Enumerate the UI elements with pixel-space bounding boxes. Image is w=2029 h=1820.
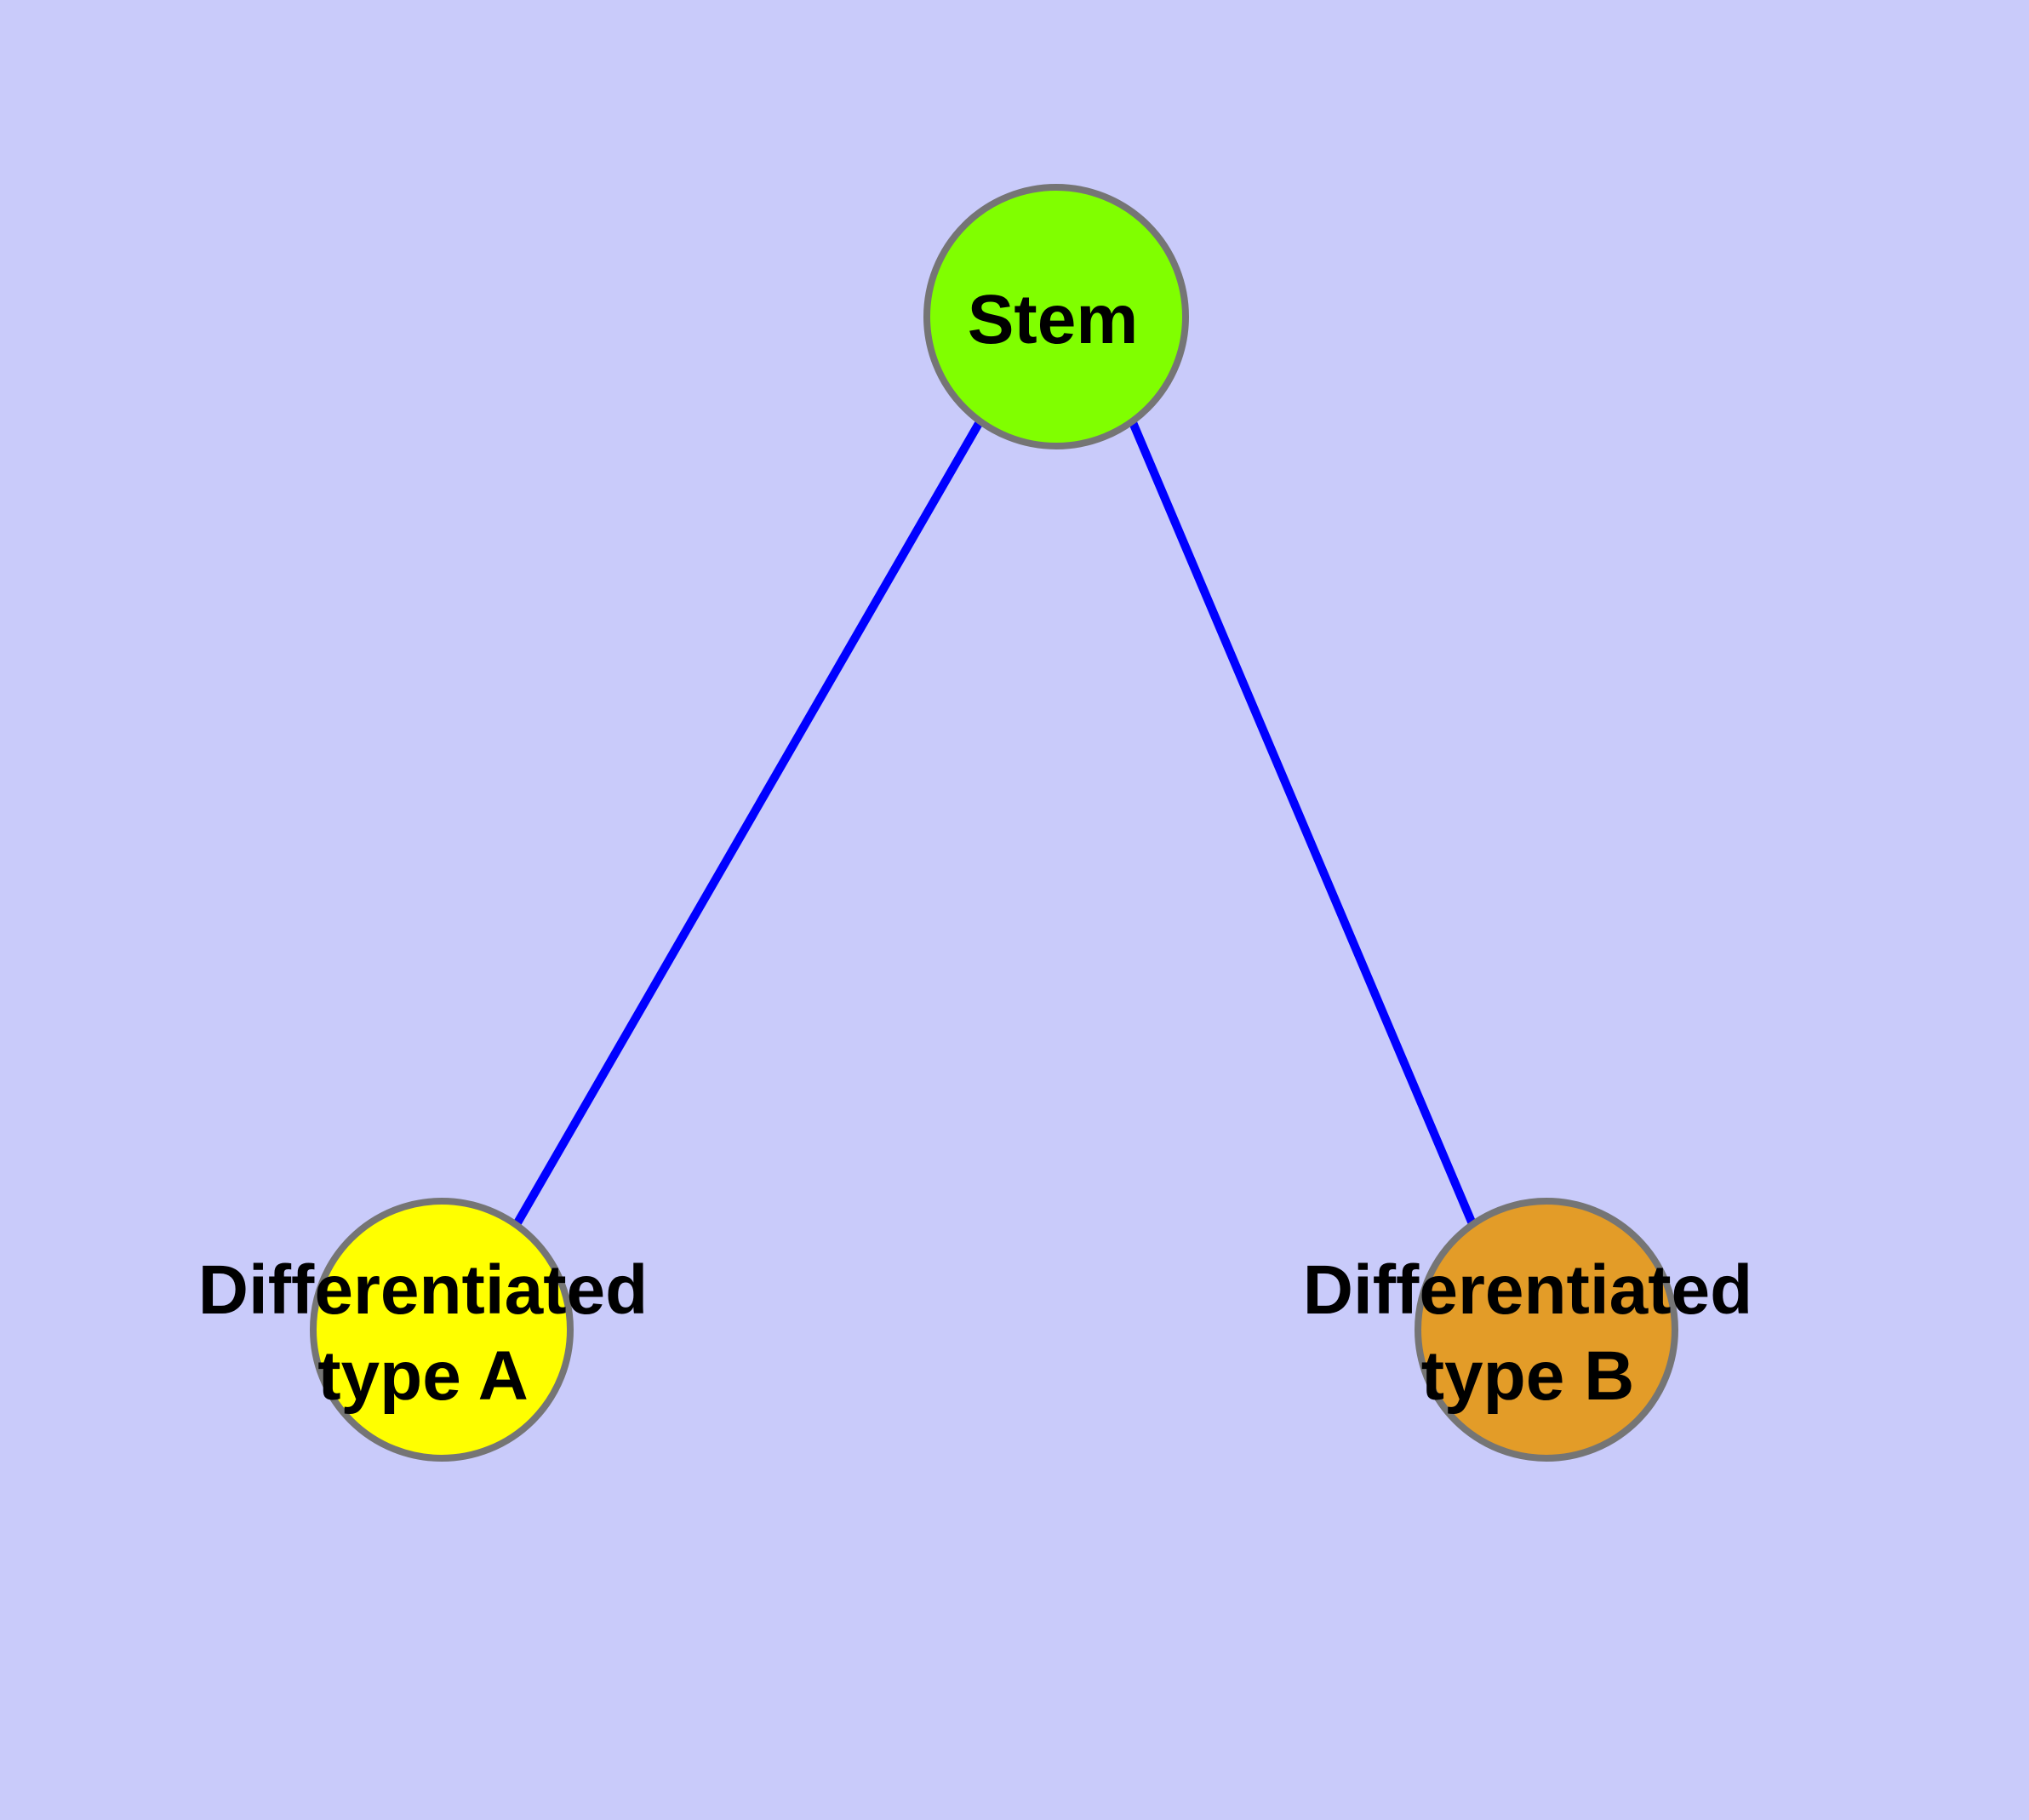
nodes-layer xyxy=(310,184,1678,1462)
graph-edge-stem-to-diff_a[interactable] xyxy=(512,418,985,1228)
graph-node-label-line: Differentiated xyxy=(198,1251,649,1329)
graph-node-label-line: Differentiated xyxy=(1303,1251,1753,1329)
graph-node-stem[interactable] xyxy=(923,184,1189,449)
edges-layer xyxy=(512,418,1477,1228)
graph-node-diff_a[interactable] xyxy=(310,1198,574,1462)
graph-node-label-diff_b: Differentiated type B xyxy=(1303,1251,1753,1415)
graph-node-label-line: Stem xyxy=(968,281,1139,358)
graph-edge-stem-to-diff_b[interactable] xyxy=(1128,419,1477,1228)
graph-node-label-line: type A xyxy=(317,1337,529,1415)
graph-node-label-line: type B xyxy=(1421,1337,1635,1415)
graph-node-label-diff_a: Differentiated type A xyxy=(198,1251,649,1415)
graph-node-label-stem: Stem xyxy=(968,281,1139,358)
graph-node-diff_b[interactable] xyxy=(1415,1198,1678,1462)
